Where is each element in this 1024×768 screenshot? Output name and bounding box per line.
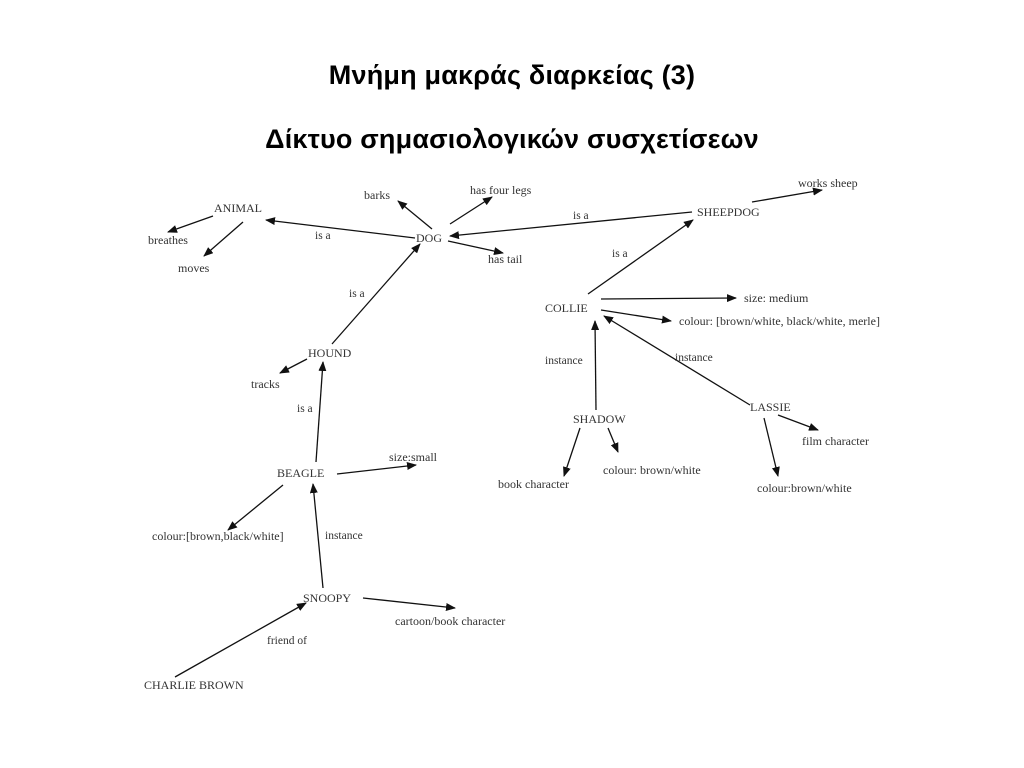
edge-shadow-collie [591,320,600,411]
node-sheepdog: SHEEPDOG [697,205,760,219]
edge-dog-barks [397,200,433,230]
node-film-character: film character [802,434,869,448]
edge-sheepdog-works [751,187,823,203]
edge-hound-tracks [279,358,308,374]
edge-lassie-film [777,414,819,431]
edge-snoopy-beagle [309,483,324,589]
edge-shadow-colour [607,427,619,453]
node-colour-beagle: colour:[brown,black/white] [152,529,284,543]
edge-dog-four-legs [449,196,493,225]
node-collie: COLLIE [545,301,588,315]
node-snoopy: SNOOPY [303,591,351,605]
node-dog: DOG [416,231,442,245]
node-four-legs: has four legs [470,183,532,197]
edge-beagle-colour [227,484,284,531]
label-collie-sheepdog: is a [612,248,628,260]
edge-animal-moves [203,221,244,257]
slide-subtitle: Δίκτυο σημασιολογικών συσχετίσεων [265,124,759,154]
label-dog-animal: is a [315,230,331,242]
node-tail: has tail [488,252,523,266]
edge-collie-colour [600,309,672,324]
slide-title: Μνήμη μακράς διαρκείας (3) [328,60,696,90]
node-colour-lassie: colour:brown/white [757,481,852,495]
edge-lassie-collie [603,315,751,406]
edge-snoopy-cartoon [362,597,456,612]
node-breathes: breathes [148,233,188,247]
label-snoopy-beagle: instance [325,530,363,542]
node-colour-collie: colour: [brown/white, black/white, merle… [679,314,880,328]
node-cartoon: cartoon/book character [395,614,505,628]
node-tracks: tracks [251,377,280,391]
edge-dog-tail [447,240,504,255]
edge-charlie-snoopy [174,602,307,678]
label-dog-sheepdog: is a [573,210,589,222]
edge-sheepdog-dog [449,211,693,240]
node-charlie: CHARLIE BROWN [144,678,244,692]
node-colour-shadow: colour: brown/white [603,463,701,477]
edges [167,187,823,678]
node-lassie: LASSIE [750,400,791,414]
label-beagle-hound: is a [297,403,313,415]
edge-collie-size [600,294,737,303]
label-shadow-collie: instance [545,355,583,367]
node-beagle: BEAGLE [277,466,324,480]
edge-beagle-size [336,462,417,475]
edge-animal-breathes [167,215,214,233]
edge-collie-sheepdog [587,219,694,295]
nodes: ANIMAL breathes moves DOG barks has four… [144,176,880,692]
edge-beagle-hound [315,361,327,463]
node-size-small: size:small [389,450,438,464]
label-lassie-collie: instance [675,352,713,364]
edge-hound-dog [331,243,421,345]
node-size-medium: size: medium [744,291,809,305]
edge-shadow-book [563,427,581,477]
node-book-character: book character [498,477,569,491]
node-barks: barks [364,188,390,202]
label-hound-dog: is a [349,288,365,300]
node-works-sheep: works sheep [798,176,858,190]
node-shadow: SHADOW [573,412,626,426]
edge-dog-animal [265,217,416,239]
label-charlie-snoopy: friend of [267,635,307,647]
node-animal: ANIMAL [214,201,262,215]
node-hound: HOUND [308,346,352,360]
edge-lassie-colour [763,417,780,477]
edge-labels: is a is a is a is a is a instance instan… [267,210,713,647]
node-moves: moves [178,261,210,275]
